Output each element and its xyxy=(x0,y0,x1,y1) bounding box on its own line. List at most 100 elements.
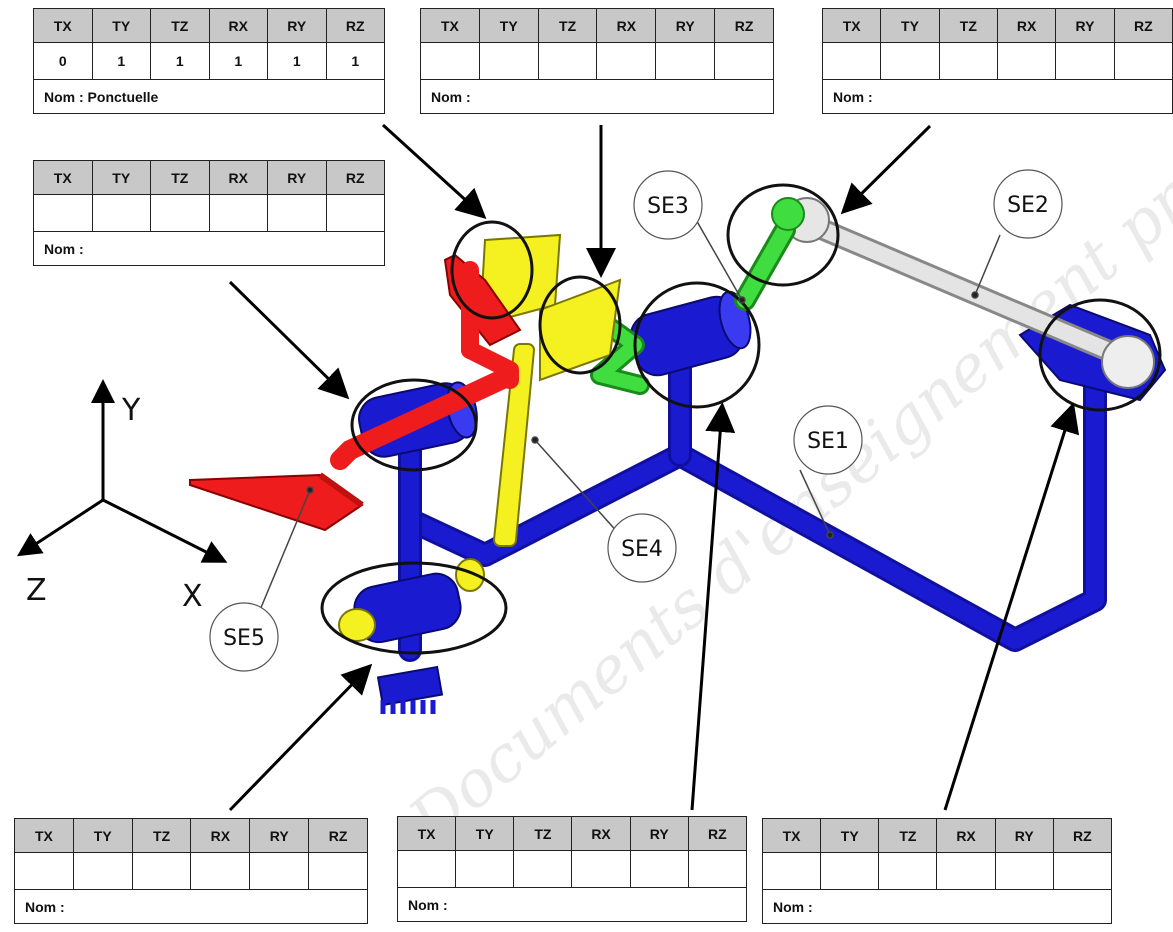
value-ry[interactable] xyxy=(249,852,310,890)
value-tx[interactable] xyxy=(14,852,74,890)
value-tx[interactable] xyxy=(33,194,93,232)
dof-table-2: TX TY TZ RX RY RZ Nom : xyxy=(420,8,774,114)
header-tz: TZ xyxy=(878,818,938,853)
header-ry: RY xyxy=(655,8,716,43)
label-se1: SE1 xyxy=(807,429,849,454)
header-rx: RX xyxy=(190,818,251,853)
joint-name-field[interactable]: Nom : xyxy=(397,887,747,922)
se-labels: SE3 SE2 SE1 SE4 SE5 xyxy=(209,169,1063,672)
value-tz[interactable]: 1 xyxy=(150,42,210,80)
header-ty: TY xyxy=(820,818,880,853)
value-rx[interactable]: 1 xyxy=(208,42,268,80)
header-ry: RY xyxy=(629,816,689,851)
label-se2: SE2 xyxy=(1007,193,1049,218)
joint-name-field[interactable]: Nom : xyxy=(420,79,774,114)
header-ty: TY xyxy=(72,818,133,853)
dof-table-1: TX TY TZ RX RY RZ 0 1 1 1 1 1 Nom : Ponc… xyxy=(33,8,385,114)
header-rz: RZ xyxy=(687,816,748,851)
header-rz: RZ xyxy=(1113,8,1173,43)
value-tx[interactable]: 0 xyxy=(33,42,93,80)
se5-pedal xyxy=(189,253,522,532)
label-se3: SE3 xyxy=(647,194,689,219)
value-tx[interactable] xyxy=(420,42,480,80)
value-rx[interactable] xyxy=(596,42,657,80)
header-rx: RX xyxy=(996,8,1057,43)
value-tx[interactable] xyxy=(396,850,457,888)
se1-frame xyxy=(398,333,1107,662)
header-rz: RZ xyxy=(325,8,385,43)
header-tx: TX xyxy=(761,818,822,853)
label-se4: SE4 xyxy=(621,537,663,562)
axis-z-label: Z xyxy=(26,573,47,608)
header-rx: RX xyxy=(936,818,996,853)
value-rx[interactable] xyxy=(936,852,996,890)
value-rz[interactable] xyxy=(714,42,774,80)
se-leaders xyxy=(259,217,1001,611)
value-ty[interactable] xyxy=(91,194,151,232)
value-tz[interactable] xyxy=(131,852,192,890)
header-tz: TZ xyxy=(131,818,192,853)
value-ry[interactable]: 1 xyxy=(267,42,327,80)
header-tx: TX xyxy=(420,8,480,43)
header-rz: RZ xyxy=(325,160,385,195)
value-tx[interactable] xyxy=(761,852,822,890)
axis-y-label: Y xyxy=(121,393,141,428)
header-rx: RX xyxy=(571,816,631,851)
header-tz: TZ xyxy=(513,816,573,851)
value-ty[interactable] xyxy=(72,852,133,890)
value-rx[interactable] xyxy=(996,42,1057,80)
dof-table-4: TX TY TZ RX RY RZ Nom : xyxy=(33,160,385,266)
value-ry[interactable] xyxy=(994,852,1054,890)
header-rx: RX xyxy=(208,160,268,195)
header-rx: RX xyxy=(208,8,268,43)
header-rz: RZ xyxy=(308,818,368,853)
value-ty[interactable]: 1 xyxy=(91,42,151,80)
value-tx[interactable] xyxy=(821,42,882,80)
value-ty[interactable] xyxy=(478,42,539,80)
axis-triad xyxy=(16,379,228,563)
axis-x-label: X xyxy=(182,579,203,614)
value-ry[interactable] xyxy=(655,42,716,80)
header-rx: RX xyxy=(596,8,657,43)
value-rz[interactable] xyxy=(687,850,748,888)
value-ry[interactable] xyxy=(1055,42,1115,80)
header-ry: RY xyxy=(267,8,327,43)
joint-name-field[interactable]: Nom : xyxy=(822,79,1173,114)
value-ty[interactable] xyxy=(455,850,515,888)
value-ry[interactable] xyxy=(629,850,689,888)
header-ty: TY xyxy=(880,8,940,43)
joint-name-field[interactable]: Nom : xyxy=(762,889,1112,924)
leader-arrows xyxy=(228,123,1080,812)
header-tx: TX xyxy=(396,816,457,851)
value-rz[interactable] xyxy=(325,194,385,232)
value-rx[interactable] xyxy=(190,852,251,890)
value-tz[interactable] xyxy=(513,850,573,888)
header-ry: RY xyxy=(249,818,310,853)
header-rz: RZ xyxy=(714,8,774,43)
value-rz[interactable] xyxy=(1052,852,1113,890)
header-tz: TZ xyxy=(150,160,210,195)
value-rz[interactable] xyxy=(308,852,368,890)
value-tz[interactable] xyxy=(537,42,598,80)
joint-name-field[interactable]: Nom : xyxy=(33,231,385,266)
se4-lever xyxy=(338,233,622,642)
value-tz[interactable] xyxy=(938,42,998,80)
joint-name-field[interactable]: Nom : xyxy=(14,889,368,924)
value-ty[interactable] xyxy=(880,42,940,80)
label-se5: SE5 xyxy=(223,626,265,651)
header-ry: RY xyxy=(267,160,327,195)
header-tz: TZ xyxy=(537,8,598,43)
value-tz[interactable] xyxy=(878,852,938,890)
value-rz[interactable]: 1 xyxy=(325,42,385,80)
value-rx[interactable] xyxy=(571,850,631,888)
value-ty[interactable] xyxy=(820,852,880,890)
value-rz[interactable] xyxy=(1113,42,1173,80)
value-ry[interactable] xyxy=(267,194,327,232)
dof-table-5: TX TY TZ RX RY RZ Nom : xyxy=(14,818,368,924)
joint-name-field[interactable]: Nom : Ponctuelle xyxy=(33,79,385,114)
dof-table-7: TX TY TZ RX RY RZ Nom : xyxy=(761,818,1113,924)
value-rx[interactable] xyxy=(208,194,268,232)
joint-circles xyxy=(320,183,1162,655)
value-tz[interactable] xyxy=(150,194,210,232)
